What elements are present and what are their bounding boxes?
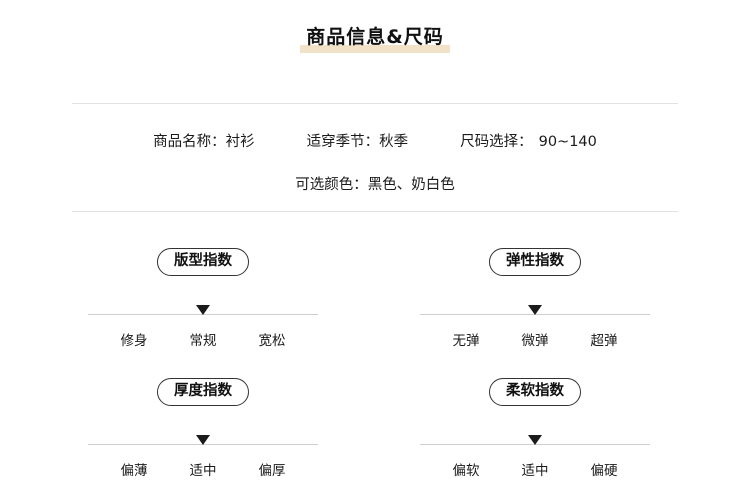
info-value-season: 秋季 xyxy=(379,134,409,150)
info-value-color: 黑色、奶白色 xyxy=(367,177,455,193)
page-title: 商品信息&尺码 xyxy=(0,22,750,53)
index-block-elasticity: 弹性指数 无弹 微弹 超弹 xyxy=(420,248,650,349)
index-badge-elasticity: 弹性指数 xyxy=(489,248,581,276)
info-item-product-name: 商品名称：衬衫 xyxy=(153,130,255,151)
index-badge-wrap-fit: 版型指数 xyxy=(88,248,318,276)
index-label-elasticity-1: 微弹 xyxy=(521,332,549,349)
page-title-text: 商品信息&尺码 xyxy=(306,26,444,48)
info-label-color: 可选颜色： xyxy=(295,177,368,193)
info-row-primary: 商品名称：衬衫 适穿季节：秋季 尺码选择： 90~140 xyxy=(0,130,750,151)
info-label-product-name: 商品名称： xyxy=(153,134,226,150)
index-badge-wrap-thickness: 厚度指数 xyxy=(88,378,318,406)
index-label-elasticity-2: 超弹 xyxy=(590,332,618,349)
info-item-color: 可选颜色：黑色、奶白色 xyxy=(295,173,455,194)
index-label-softness-1: 适中 xyxy=(521,462,549,479)
info-item-size: 尺码选择： 90~140 xyxy=(460,130,597,151)
page-title-inner: 商品信息&尺码 xyxy=(300,22,450,53)
index-block-softness: 柔软指数 偏软 适中 偏硬 xyxy=(420,378,650,479)
index-label-fit-1: 常规 xyxy=(189,332,217,349)
index-labels-thickness: 偏薄 适中 偏厚 xyxy=(88,459,318,479)
index-label-softness-0: 偏软 xyxy=(452,462,480,479)
index-label-thickness-0: 偏薄 xyxy=(120,462,148,479)
index-label-fit-2: 宽松 xyxy=(258,332,286,349)
index-badge-thickness: 厚度指数 xyxy=(157,378,249,406)
info-label-season: 适穿季节： xyxy=(306,134,380,150)
divider-top xyxy=(72,103,678,104)
index-track-softness xyxy=(420,434,650,449)
index-label-thickness-1: 适中 xyxy=(189,462,217,479)
index-labels-fit: 修身 常规 宽松 xyxy=(88,329,318,349)
index-label-fit-0: 修身 xyxy=(120,332,148,349)
index-labels-elasticity: 无弹 微弹 超弹 xyxy=(420,329,650,349)
title-highlight-bar xyxy=(300,45,450,53)
index-label-elasticity-0: 无弹 xyxy=(452,332,480,349)
info-label-size: 尺码选择： xyxy=(460,134,533,150)
index-marker-elasticity xyxy=(528,304,542,315)
index-badge-wrap-elasticity: 弹性指数 xyxy=(420,248,650,276)
index-marker-softness xyxy=(528,434,542,445)
index-badge-softness: 柔软指数 xyxy=(489,378,581,406)
index-badge-wrap-softness: 柔软指数 xyxy=(420,378,650,406)
index-label-softness-2: 偏硬 xyxy=(590,462,618,479)
info-value-size: 90~140 xyxy=(538,134,597,150)
divider-bottom xyxy=(72,211,678,212)
info-value-product-name: 衬衫 xyxy=(225,134,255,150)
index-marker-fit xyxy=(196,304,210,315)
index-badge-fit: 版型指数 xyxy=(157,248,249,276)
index-marker-thickness xyxy=(196,434,210,445)
index-track-fit xyxy=(88,304,318,319)
info-row-secondary: 可选颜色：黑色、奶白色 xyxy=(0,173,750,194)
index-labels-softness: 偏软 适中 偏硬 xyxy=(420,459,650,479)
index-track-elasticity xyxy=(420,304,650,319)
index-track-thickness xyxy=(88,434,318,449)
index-label-thickness-2: 偏厚 xyxy=(258,462,286,479)
index-block-fit: 版型指数 修身 常规 宽松 xyxy=(88,248,318,349)
index-block-thickness: 厚度指数 偏薄 适中 偏厚 xyxy=(88,378,318,479)
info-item-season: 适穿季节：秋季 xyxy=(307,130,409,151)
